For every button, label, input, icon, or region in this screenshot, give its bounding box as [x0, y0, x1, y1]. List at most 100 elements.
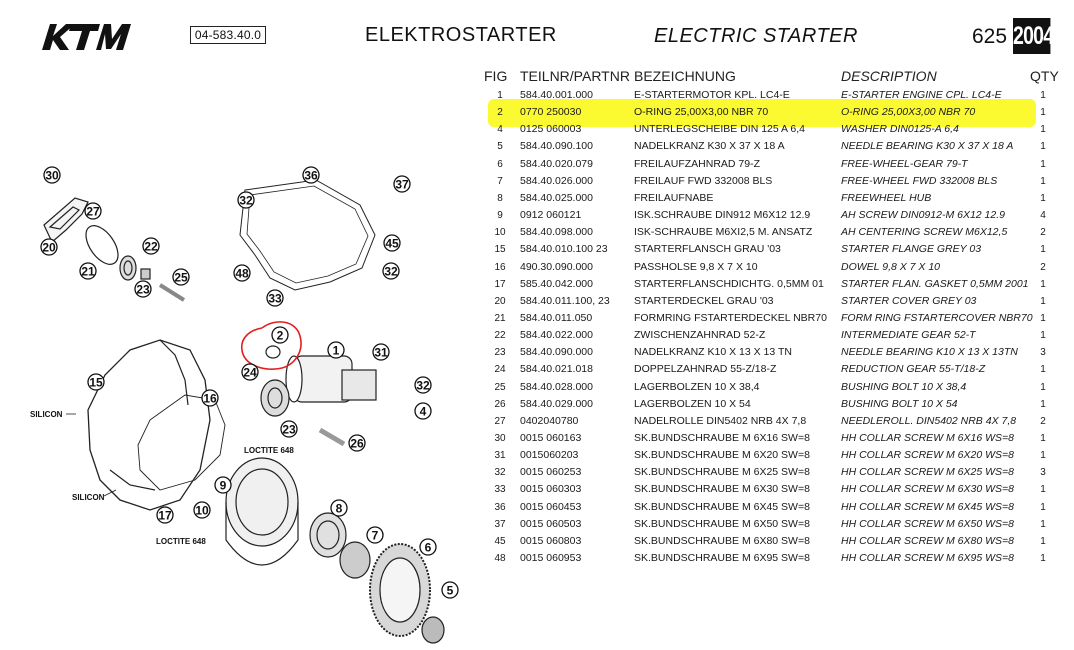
callout-number: 21 — [81, 265, 95, 279]
cell-description-en: HH COLLAR SCREW M 6X16 WS=8 — [841, 432, 1015, 444]
callout-number: 37 — [395, 178, 409, 192]
cell-fig: 8 — [497, 192, 503, 204]
cell-description-de: PASSHOLSE 9,8 X 7 X 10 — [634, 260, 758, 273]
callout-number: 26 — [350, 437, 364, 451]
callout-circle — [87, 373, 105, 391]
cell-description-de: NADELKRANZ K10 X 13 X 13 TN — [634, 346, 792, 359]
callout-circle — [201, 389, 219, 407]
header-fig: FIG — [484, 68, 508, 84]
cell-description-en: HH COLLAR SCREW M 6X45 WS=8 — [841, 500, 1015, 513]
cell-description-en: STARTER FLAN. GASKET 0,5MM 2001 — [841, 277, 1029, 290]
cell-qty: 1 — [1040, 244, 1046, 256]
callout-circle — [142, 237, 160, 255]
cell-description-de: E-STARTERMOTOR KPL. LC4-E — [634, 89, 790, 101]
callout-circle — [271, 326, 289, 344]
cell-fig: 1 — [497, 90, 503, 101]
callout-circle — [419, 538, 437, 556]
cell-part-number: 584.40.098.000 — [520, 226, 593, 239]
callout-number: 22 — [144, 240, 158, 254]
callout-circle — [84, 202, 102, 220]
cell-description-de: NADELKRANZ K30 X 37 X 18 A — [634, 140, 785, 153]
cell-qty: 3 — [1040, 347, 1046, 359]
cell-fig: 48 — [494, 553, 506, 565]
cell-part-number: 584.40.090.100 — [520, 140, 593, 153]
callout-circle — [40, 238, 58, 256]
cell-description-en: BUSHING BOLT 10 X 38,4 — [841, 380, 967, 393]
callout-number: 17 — [158, 509, 172, 523]
cell-fig: 15 — [494, 244, 506, 256]
cell-description-en: HH COLLAR SCREW M 6X25 WS=8 — [841, 466, 1015, 479]
callout-circle — [214, 476, 232, 494]
flange-gasket-part — [239, 179, 376, 291]
loctite-label-1: LOCTITE 648 — [244, 446, 294, 455]
cell-part-number: 584.40.022.000 — [520, 329, 593, 342]
callout-circle — [79, 262, 97, 280]
cell-part-number: 0770 250030 — [520, 106, 582, 119]
cell-qty: 1 — [1040, 312, 1046, 324]
intermediate-gear-part — [119, 255, 137, 281]
cell-description-en: HH COLLAR SCREW M 6X80 WS=8 — [841, 534, 1015, 547]
title-german: ELEKTROSTARTER — [365, 24, 557, 46]
cell-part-number: 584.40.010.100 23 — [520, 243, 608, 256]
callout-circle — [414, 402, 432, 420]
callout-circle — [441, 581, 459, 599]
cell-fig: 6 — [497, 158, 503, 170]
cell-qty: 1 — [1040, 90, 1046, 101]
cell-fig: 4 — [497, 124, 503, 136]
cell-part-number: 584.40.028.000 — [520, 380, 593, 393]
cell-description-en: REDUCTION GEAR 55-T/18-Z — [841, 363, 986, 376]
cell-description-en: STARTER FLANGE GREY 03 — [841, 243, 982, 256]
cell-description-en: WASHER DIN0125-A 6,4 — [841, 123, 959, 136]
cell-description-de: O-RING 25,00X3,00 NBR 70 — [634, 106, 769, 119]
cell-description-en: FORM RING FSTARTERCOVER NBR70 — [841, 311, 1033, 324]
header-description-en: DESCRIPTION — [841, 68, 937, 84]
freewheel-part — [309, 512, 347, 558]
cell-description-de: FREILAUFZAHNRAD 79-Z — [634, 157, 761, 170]
cell-qty: 1 — [1040, 450, 1046, 462]
callout-circle — [302, 166, 320, 184]
cell-description-en: HH COLLAR SCREW M 6X20 WS=8 — [841, 449, 1015, 462]
cell-part-number: 585.40.042.000 — [520, 277, 593, 290]
callout-circle — [382, 262, 400, 280]
freewheel-hub-part — [225, 457, 299, 566]
cell-description-de: DOPPELZAHNRAD 55-Z/18-Z — [634, 363, 777, 376]
cell-fig: 37 — [494, 518, 506, 530]
cell-part-number: 0015 060953 — [520, 552, 582, 565]
cell-description-de: SK.BUNDSCHRAUBE M 6X25 SW=8 — [634, 466, 810, 479]
cell-description-en: NEEDLEROLL. DIN5402 NRB 4X 7,8 — [841, 414, 1017, 427]
cell-fig: 16 — [494, 261, 506, 273]
cell-fig: 30 — [494, 433, 506, 444]
cell-description-en: INTERMEDIATE GEAR 52-T — [841, 329, 976, 342]
ktm-logo — [42, 24, 131, 50]
cell-qty: 1 — [1040, 158, 1046, 170]
starter-flange-part — [87, 339, 211, 511]
cell-part-number: 0015 060163 — [520, 432, 582, 444]
cell-qty: 1 — [1040, 141, 1046, 153]
callout-number: 25 — [174, 271, 188, 285]
freewheel-gear-part — [369, 543, 431, 637]
callout-number: 23 — [136, 283, 150, 297]
engine-model: 625 — [972, 25, 1008, 48]
silicon-label-2: SILICON — [72, 493, 105, 502]
cell-qty: 1 — [1040, 398, 1046, 410]
cell-description-de: ISK-SCHRAUBE M6XI2,5 M. ANSATZ — [634, 226, 813, 239]
needle-bearing-5-part — [421, 616, 445, 644]
callout-number: 2 — [277, 329, 284, 343]
cell-fig: 26 — [494, 398, 506, 410]
callout-number: 10 — [195, 504, 209, 518]
callout-number: 6 — [425, 541, 432, 555]
cell-description-de: FORMRING FSTARTERDECKEL NBR70 — [634, 311, 827, 324]
cell-qty: 1 — [1040, 433, 1046, 444]
callout-number: 32 — [239, 194, 253, 208]
model-year-badge: 2004 — [1013, 18, 1054, 54]
cell-description-de: SK.BUNDSCHRAUBE M 6X95 SW=8 — [634, 552, 810, 565]
cell-description-en: FREE-WHEEL-GEAR 79-T — [841, 157, 968, 170]
